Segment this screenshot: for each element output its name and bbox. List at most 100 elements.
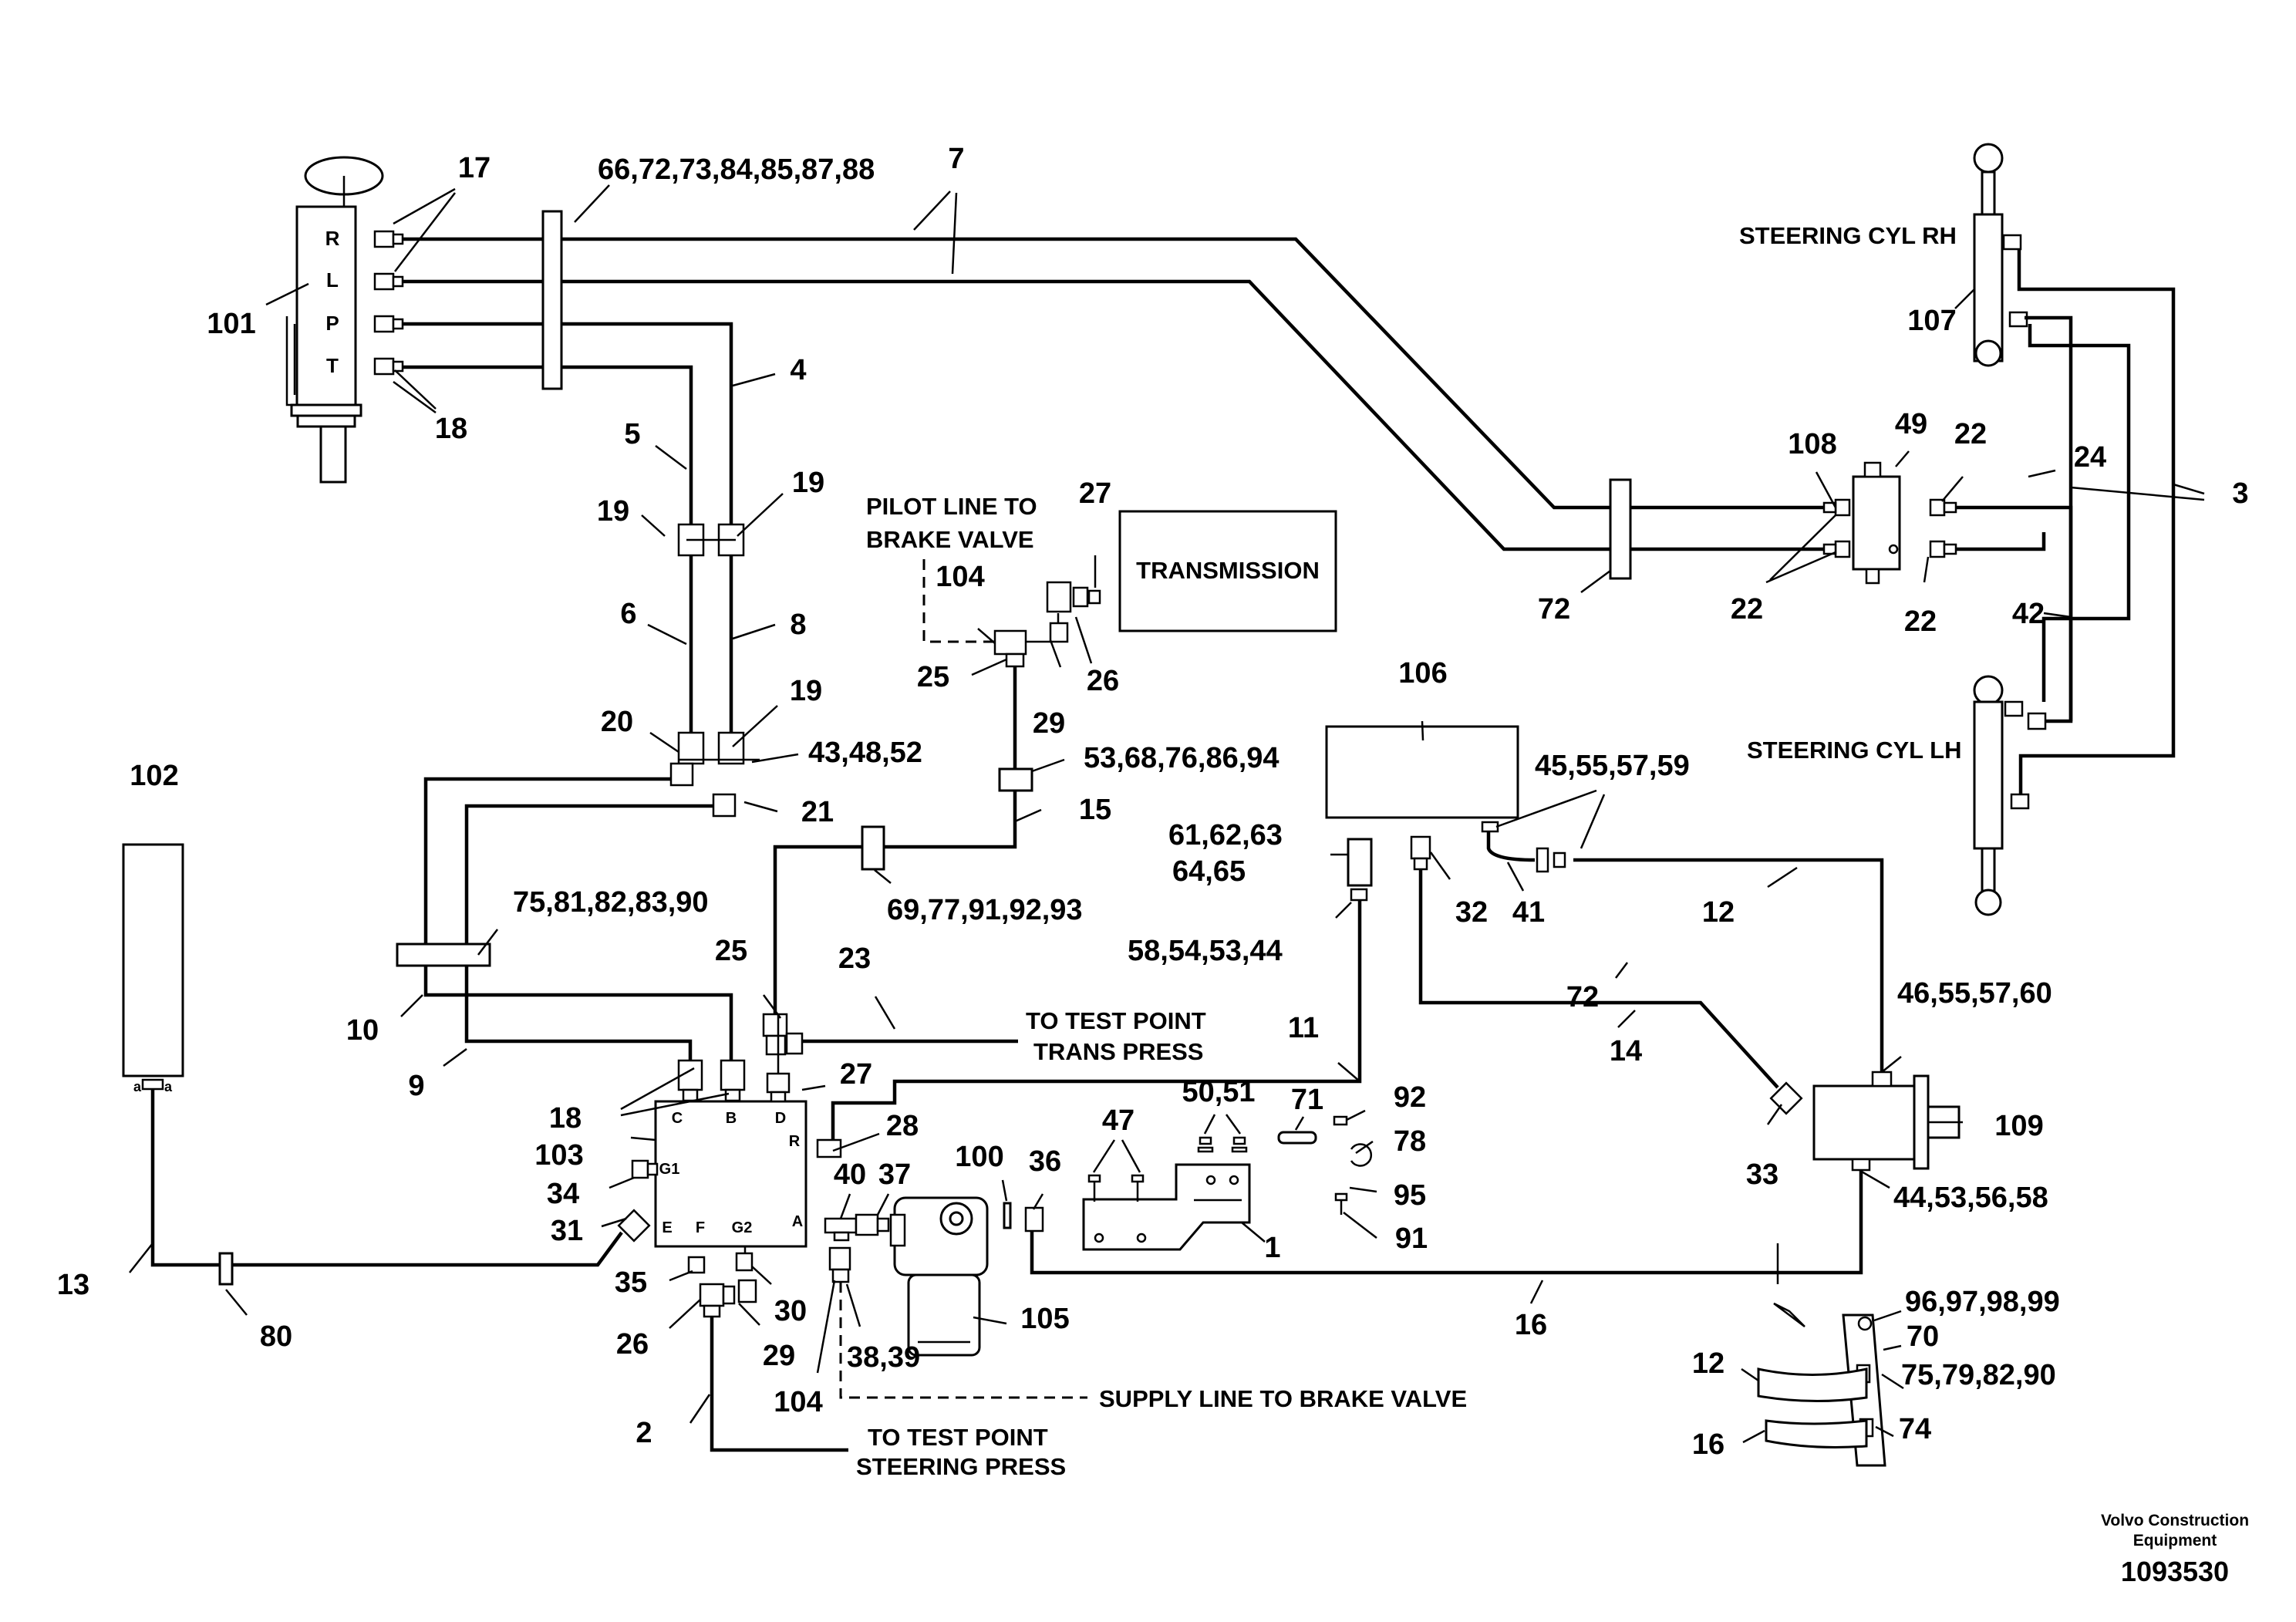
callout-25-lower: 25 bbox=[715, 935, 747, 967]
callout-42: 42 bbox=[2012, 598, 2045, 630]
callout-30: 30 bbox=[774, 1295, 807, 1327]
callout-35: 35 bbox=[615, 1266, 647, 1299]
callout-12-lower: 12 bbox=[1692, 1347, 1725, 1380]
callout-1: 1 bbox=[1264, 1232, 1280, 1264]
callout-75-79-82: 75,79,82,90 bbox=[1901, 1359, 2056, 1391]
port-f: F bbox=[696, 1219, 705, 1236]
pilot-line-text-1: PILOT LINE TO bbox=[866, 493, 1037, 520]
port-a: A bbox=[792, 1213, 803, 1230]
callout-66-72-73: 66,72,73,84,85,87,88 bbox=[598, 153, 875, 186]
callout-8: 8 bbox=[790, 609, 806, 641]
callout-9: 9 bbox=[408, 1070, 424, 1102]
port-r2: R bbox=[789, 1133, 801, 1150]
steer-press-text-1: TO TEST POINT bbox=[868, 1424, 1048, 1451]
callout-102: 102 bbox=[130, 760, 178, 792]
supply-line-text: SUPPLY LINE TO BRAKE VALVE bbox=[1099, 1385, 1467, 1412]
callout-18: 18 bbox=[435, 413, 467, 445]
steer-press-text-2: STEERING PRESS bbox=[856, 1453, 1066, 1480]
callout-53-68-76: 53,68,76,86,94 bbox=[1084, 742, 1279, 774]
callout-10: 10 bbox=[346, 1014, 379, 1047]
callout-49: 49 bbox=[1895, 408, 1927, 440]
callout-109: 109 bbox=[1994, 1110, 2043, 1142]
steering-cyl-rh-text: STEERING CYL RH bbox=[1739, 222, 1957, 249]
callout-23: 23 bbox=[838, 943, 871, 975]
callout-20: 20 bbox=[601, 706, 633, 738]
callout-28: 28 bbox=[886, 1110, 919, 1142]
callout-21: 21 bbox=[801, 796, 834, 828]
callout-33: 33 bbox=[1746, 1158, 1778, 1191]
callout-6: 6 bbox=[620, 598, 636, 630]
callout-15: 15 bbox=[1079, 794, 1111, 826]
callout-64-65: 64,65 bbox=[1172, 855, 1246, 888]
port-r: R bbox=[325, 227, 340, 250]
callout-44-53-56: 44,53,56,58 bbox=[1893, 1182, 2048, 1214]
port-g2: G2 bbox=[732, 1219, 753, 1236]
callout-100: 100 bbox=[955, 1141, 1003, 1173]
tank-group bbox=[1030, 725, 1884, 1327]
company-line-1: Volvo Construction bbox=[2101, 1512, 2249, 1529]
callout-22-bottom: 22 bbox=[1904, 605, 1937, 638]
callout-58-54-53: 58,54,53,44 bbox=[1128, 935, 1283, 967]
callout-78: 78 bbox=[1394, 1125, 1426, 1158]
callout-3: 3 bbox=[2232, 477, 2248, 510]
callout-16-mid: 16 bbox=[1515, 1309, 1547, 1341]
callout-41: 41 bbox=[1512, 896, 1545, 929]
callout-106: 106 bbox=[1398, 657, 1447, 690]
callout-5: 5 bbox=[624, 418, 640, 450]
transmission-label: TRANSMISSION bbox=[1136, 557, 1320, 584]
callout-7: 7 bbox=[948, 143, 964, 175]
callout-25-upper: 25 bbox=[917, 661, 949, 693]
callouts: 17 18 101 66,72,73,84,85,87,88 7 4 5 19 … bbox=[57, 143, 2249, 1461]
callout-14: 14 bbox=[1610, 1035, 1642, 1067]
callout-26-lower: 26 bbox=[616, 1328, 649, 1361]
callout-45-55-57: 45,55,57,59 bbox=[1535, 750, 1690, 782]
callout-69-77-91: 69,77,91,92,93 bbox=[887, 894, 1083, 926]
hose-clip-assembly bbox=[1757, 1313, 1886, 1467]
callout-101: 101 bbox=[207, 308, 255, 340]
callout-19-left: 19 bbox=[597, 495, 629, 528]
callout-29-upper: 29 bbox=[1033, 707, 1065, 740]
hose-lines bbox=[396, 210, 1836, 1061]
callout-32: 32 bbox=[1455, 896, 1488, 929]
steering-unit: R L P T bbox=[285, 156, 404, 484]
port-g1: G1 bbox=[659, 1161, 680, 1178]
callout-96-97-98: 96,97,98,99 bbox=[1905, 1286, 2060, 1318]
pilot-line-text-2: BRAKE VALVE bbox=[866, 526, 1034, 553]
transmission-box bbox=[1118, 510, 1337, 632]
callout-19-lower: 19 bbox=[790, 675, 822, 707]
port-p: P bbox=[325, 312, 339, 335]
callout-13: 13 bbox=[57, 1269, 89, 1301]
callout-18-lower: 18 bbox=[549, 1102, 582, 1135]
svg-text:a: a bbox=[164, 1079, 173, 1094]
callout-4: 4 bbox=[790, 354, 806, 386]
filter-assembly bbox=[889, 1196, 1044, 1357]
callout-46-55-57: 46,55,57,60 bbox=[1897, 977, 2052, 1010]
callout-12-upper: 12 bbox=[1702, 896, 1735, 929]
callout-37: 37 bbox=[878, 1158, 911, 1191]
port-d: D bbox=[775, 1110, 786, 1127]
pump-109 bbox=[1769, 1071, 1961, 1172]
steering-cyl-lh-text: STEERING CYL LH bbox=[1747, 737, 1961, 764]
callout-70: 70 bbox=[1907, 1320, 1939, 1353]
leader-lines bbox=[129, 184, 2205, 1444]
callout-47: 47 bbox=[1102, 1104, 1135, 1137]
trans-press-text-2: TRANS PRESS bbox=[1033, 1038, 1203, 1065]
callout-105: 105 bbox=[1020, 1303, 1069, 1335]
callout-34: 34 bbox=[547, 1178, 579, 1210]
drawing-number: 1093530 bbox=[2121, 1556, 2229, 1587]
callout-72-mid: 72 bbox=[1566, 981, 1599, 1013]
callout-80: 80 bbox=[260, 1320, 292, 1353]
callout-16-lower: 16 bbox=[1692, 1428, 1725, 1461]
callout-43-48-52: 43,48,52 bbox=[808, 737, 922, 769]
callout-71: 71 bbox=[1291, 1084, 1323, 1116]
callout-2: 2 bbox=[636, 1417, 652, 1449]
company-line-2: Equipment bbox=[2133, 1532, 2217, 1549]
svg-text:a: a bbox=[133, 1079, 142, 1094]
trans-press-text-1: TO TEST POINT bbox=[1026, 1007, 1206, 1034]
callout-50-51: 50,51 bbox=[1182, 1076, 1255, 1108]
callout-72-right: 72 bbox=[1538, 593, 1570, 626]
port-e: E bbox=[662, 1219, 672, 1236]
callout-27-upper: 27 bbox=[1079, 477, 1111, 510]
callout-74: 74 bbox=[1899, 1413, 1931, 1445]
